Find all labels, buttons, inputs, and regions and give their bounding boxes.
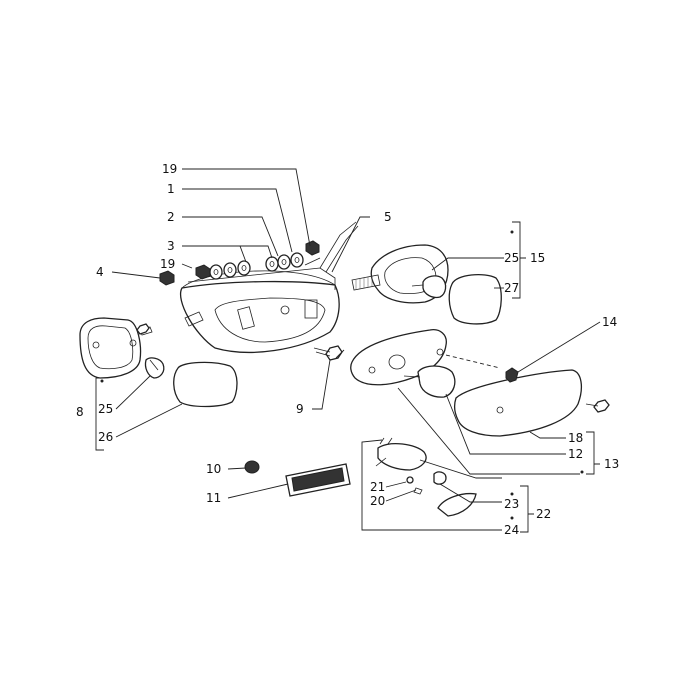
label-1: 1 <box>167 182 175 196</box>
right-upper-lens <box>448 273 502 325</box>
screw-tail <box>585 399 610 413</box>
label-2: 2 <box>167 210 175 224</box>
left-bulb <box>144 357 165 379</box>
label-25-left: 25 <box>98 402 113 416</box>
leader-lines <box>95 168 601 533</box>
label-13: 13 <box>604 457 619 471</box>
clip-14 <box>505 367 519 383</box>
label-9: 9 <box>296 402 304 416</box>
label-27: 27 <box>504 281 519 295</box>
label-19-mid: 19 <box>160 257 175 271</box>
grommet-10 <box>244 460 260 474</box>
label-10: 10 <box>206 462 221 476</box>
right-upper-bulb <box>411 275 447 299</box>
label-23: 23 <box>504 497 519 511</box>
label-15: 15 <box>530 251 545 265</box>
left-indicator-body <box>79 317 153 379</box>
frame-bracket <box>187 221 359 290</box>
reflector-11 <box>285 463 351 497</box>
label-19-top: 19 <box>162 162 177 176</box>
screw-left <box>136 323 150 335</box>
label-14: 14 <box>602 315 617 329</box>
label-8: 8 <box>76 405 84 419</box>
label-3: 3 <box>167 239 175 253</box>
label-11: 11 <box>206 491 221 505</box>
label-12: 12 <box>568 447 583 461</box>
label-5: 5 <box>384 210 392 224</box>
label-25-right: 25 <box>504 251 519 265</box>
label-4: 4 <box>96 265 104 279</box>
headlamp-housing <box>179 270 340 353</box>
label-20: 20 <box>370 494 385 508</box>
bracket-dots <box>100 230 584 520</box>
label-21: 21 <box>370 480 385 494</box>
label-22: 22 <box>536 507 551 521</box>
label-24: 24 <box>504 523 519 537</box>
license-light-body <box>375 437 427 471</box>
label-26: 26 <box>98 430 113 444</box>
tail-bulb <box>403 365 456 398</box>
label-18: 18 <box>568 431 583 445</box>
small-parts-20-21 <box>406 471 447 495</box>
tail-lens <box>454 369 583 437</box>
license-light-lens <box>437 492 477 517</box>
washers-nuts <box>159 240 320 286</box>
screw-9 <box>313 345 343 361</box>
left-lens <box>173 361 238 408</box>
